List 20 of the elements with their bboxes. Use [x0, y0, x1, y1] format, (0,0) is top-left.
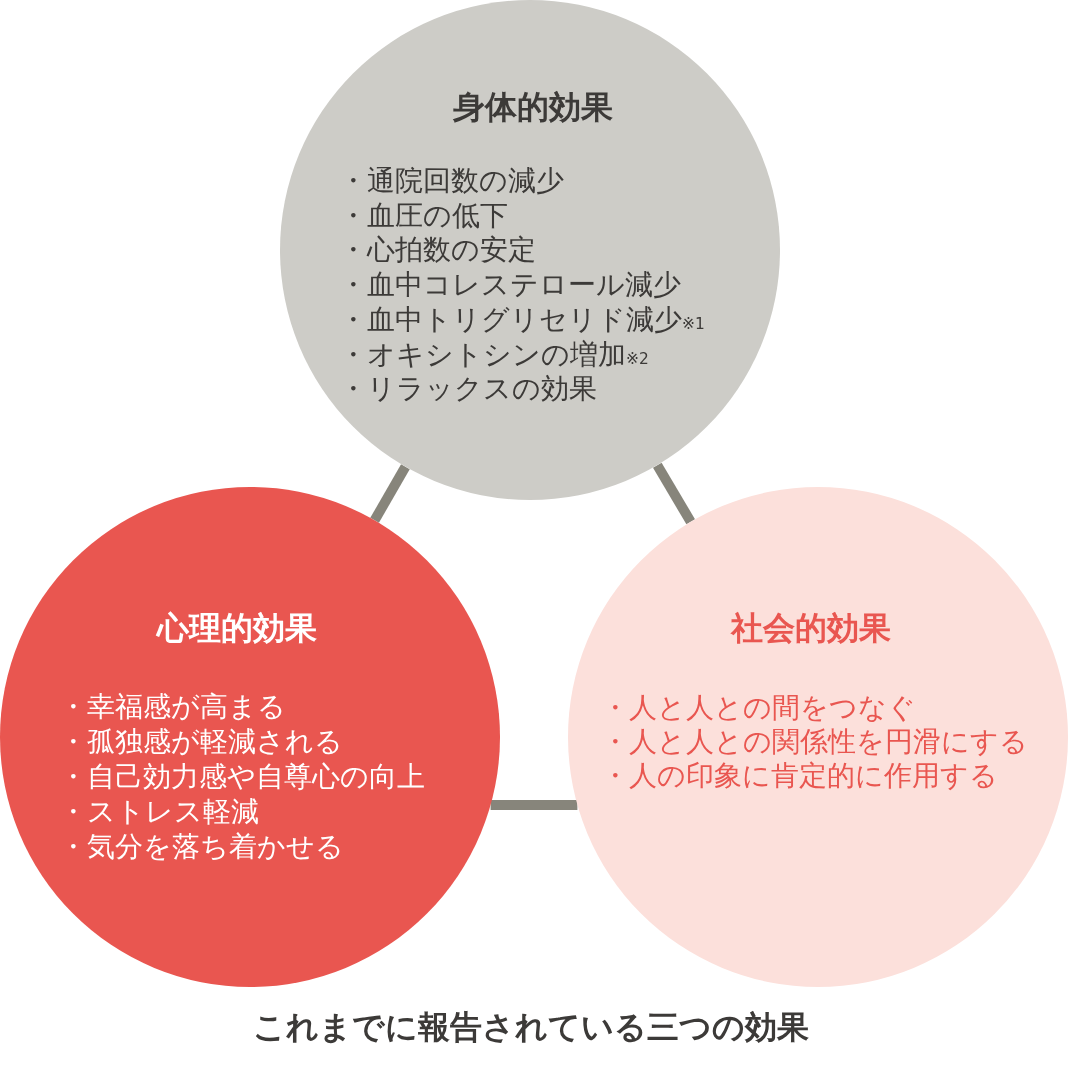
caption: これまでに報告されている三つの効果: [253, 1007, 809, 1047]
connector-line: [490, 800, 578, 810]
circle-heading: 社会的効果: [731, 608, 891, 648]
list-item: ・孤独感が軽減される: [59, 724, 343, 759]
list-item: ・ストレス軽減: [59, 794, 259, 829]
list-item: ・血中コレステロール減少: [339, 267, 681, 303]
connector-line: [653, 462, 695, 525]
connector-line: [370, 464, 410, 523]
list-item: ・リラックスの効果: [339, 371, 597, 407]
list-item: ・人と人との関係性を円滑にする: [601, 724, 1028, 759]
list-item: ・幸福感が高まる: [59, 689, 286, 724]
list-item: ・人と人との間をつなぐ: [601, 690, 916, 725]
list-item: ・心拍数の安定: [339, 232, 536, 268]
circle-heading: 身体的効果: [453, 87, 613, 127]
list-item: ・気分を落ち着かせる: [59, 829, 344, 864]
list-item: ・血圧の低下: [339, 197, 508, 233]
list-item: ・通院回数の減少: [339, 163, 564, 198]
list-item: ・人の印象に肯定的に作用する: [601, 758, 998, 793]
circle-heading: 心理的効果: [157, 608, 317, 648]
list-item: ・自己効力感や自尊心の向上: [59, 759, 425, 794]
